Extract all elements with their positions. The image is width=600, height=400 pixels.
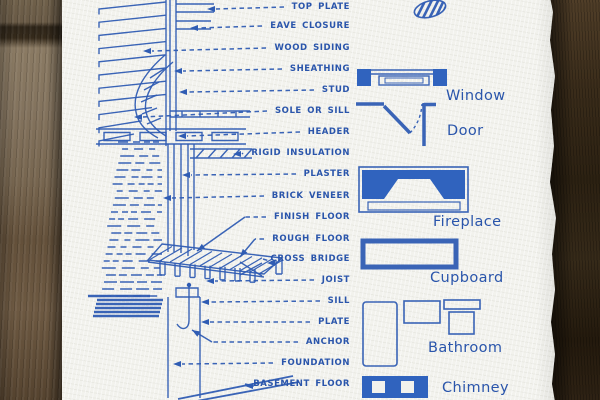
wood-background-left	[0, 0, 64, 400]
wood-background-right	[550, 0, 600, 400]
print-card	[62, 0, 556, 400]
